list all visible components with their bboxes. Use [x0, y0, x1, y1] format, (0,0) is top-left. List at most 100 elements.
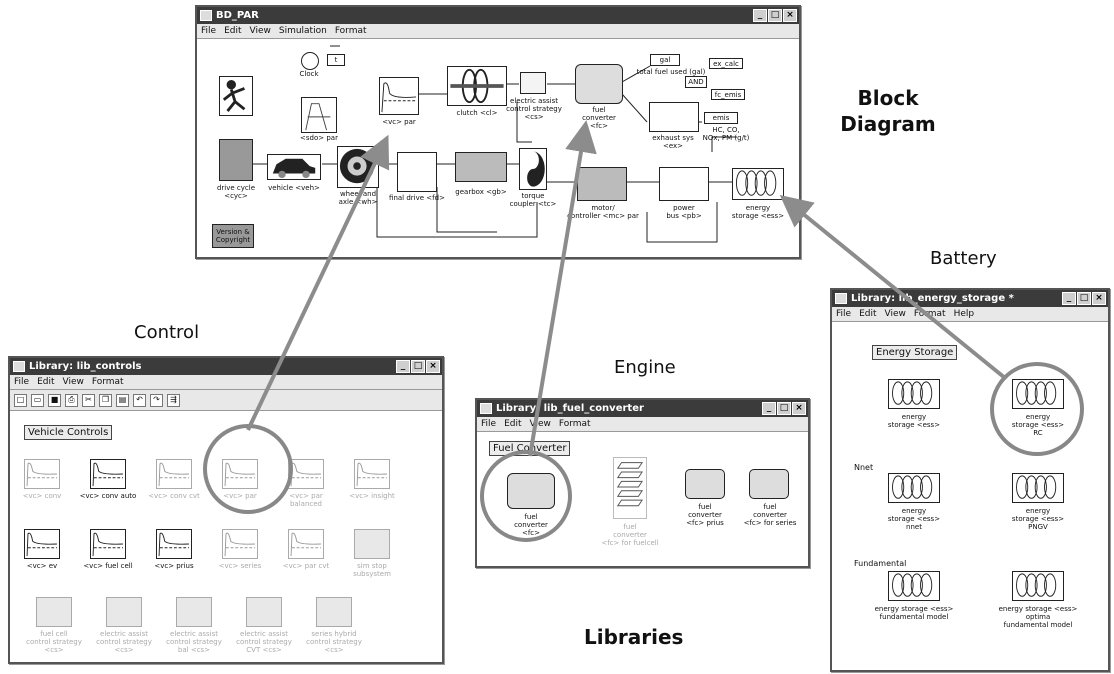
close-button[interactable]: × [426, 360, 440, 373]
menu-edit[interactable]: Edit [37, 377, 55, 387]
menu-format[interactable]: Format [334, 26, 367, 36]
fuel-converter-block[interactable] [575, 64, 623, 104]
menu-bar: File Edit View Format [477, 417, 808, 432]
redo-icon[interactable]: ↷ [150, 393, 163, 407]
sdo-scope[interactable] [301, 97, 337, 133]
controls-item-icon[interactable] [288, 459, 324, 489]
close-button[interactable]: × [783, 9, 797, 22]
copy-icon[interactable]: ❐ [99, 393, 112, 407]
ex-calc-block[interactable]: ex_calc [709, 58, 743, 69]
controls-item-icon[interactable] [222, 529, 258, 559]
emis-block[interactable]: emis [704, 112, 738, 124]
paste-icon[interactable]: ▤ [116, 393, 129, 407]
version-copyright-button[interactable]: Version & Copyright [212, 224, 254, 248]
libraries-heading: Libraries [584, 625, 684, 649]
clutch-block[interactable] [447, 66, 507, 106]
save-icon[interactable]: ■ [48, 393, 61, 407]
menu-format[interactable]: Format [913, 309, 946, 319]
controls-item-icon[interactable] [156, 459, 192, 489]
maximize-button[interactable]: □ [768, 9, 782, 22]
menu-edit[interactable]: Edit [224, 26, 242, 36]
maximize-button[interactable]: □ [411, 360, 425, 373]
ess-item-icon[interactable] [888, 571, 940, 601]
cut-icon[interactable]: ✂ [82, 393, 95, 407]
eacs-block[interactable] [520, 72, 546, 94]
new-icon[interactable]: □ [14, 393, 27, 407]
menu-view[interactable]: View [884, 309, 906, 319]
controls-item-icon[interactable] [90, 529, 126, 559]
controls-item-icon[interactable] [354, 459, 390, 489]
title-bar[interactable]: Library: lib_fuel_converter _ □ × [477, 400, 808, 417]
menu-file[interactable]: File [201, 26, 217, 36]
ess-item-label: energy storage <ess> PNGV [1011, 507, 1065, 531]
energy-storage-block[interactable] [732, 168, 784, 200]
ess-item-icon[interactable] [1012, 571, 1064, 601]
title-bar[interactable]: Library: lib_controls _ □ × [10, 358, 442, 375]
menu-file[interactable]: File [481, 419, 497, 429]
fuel-converter-prius-item[interactable] [685, 469, 725, 499]
controls-item-icon[interactable] [106, 597, 142, 627]
vc-scope[interactable] [379, 77, 419, 115]
drive-cycle-block[interactable] [219, 139, 253, 181]
print-icon[interactable]: ⎙ [65, 393, 78, 407]
minimize-button[interactable]: _ [396, 360, 410, 373]
menu-help[interactable]: Help [953, 309, 975, 319]
power-bus-block[interactable] [659, 167, 709, 201]
title-bar[interactable]: BD_PAR _ □ × [197, 7, 799, 24]
fc-emis-block[interactable]: fc_emis [711, 89, 745, 100]
controls-item-icon[interactable] [90, 459, 126, 489]
minimize-button[interactable]: _ [753, 9, 767, 22]
lib-energy-storage-window: Library: lib_energy_storage * _ □ × File… [830, 288, 1110, 672]
gearbox-block[interactable] [455, 152, 507, 182]
controls-item-icon[interactable] [36, 597, 72, 627]
menu-format[interactable]: Format [558, 419, 591, 429]
controls-item-icon[interactable] [354, 529, 390, 559]
menu-view[interactable]: View [249, 26, 271, 36]
menu-simulation[interactable]: Simulation [278, 26, 327, 36]
wheel-block[interactable] [337, 146, 379, 188]
exhaust-block[interactable] [649, 102, 699, 132]
close-button[interactable]: × [1092, 292, 1106, 305]
torque-coupler-block[interactable] [519, 148, 547, 190]
clock-icon[interactable] [301, 52, 319, 70]
ess-item-label: energy storage <ess> [887, 413, 941, 429]
menu-view[interactable]: View [529, 419, 551, 429]
prius-item-label: fuel converter <fc> prius [686, 503, 724, 527]
t-output[interactable]: t [327, 54, 345, 66]
driver-icon[interactable] [219, 76, 253, 116]
window-icon [480, 403, 492, 414]
controls-item-icon[interactable] [24, 459, 60, 489]
ess-item-icon[interactable] [888, 473, 940, 503]
minimize-button[interactable]: _ [1062, 292, 1076, 305]
title-bar[interactable]: Library: lib_energy_storage * _ □ × [832, 290, 1108, 307]
undo-icon[interactable]: ↶ [133, 393, 146, 407]
minimize-button[interactable]: _ [762, 402, 776, 415]
controls-item-icon[interactable] [24, 529, 60, 559]
and-block[interactable]: AND [685, 76, 707, 88]
menu-view[interactable]: View [62, 377, 84, 387]
controls-item-icon[interactable] [316, 597, 352, 627]
vehicle-label: vehicle <veh> [268, 184, 320, 192]
menu-file[interactable]: File [14, 377, 30, 387]
fuel-converter-series-item[interactable] [749, 469, 789, 499]
gal-block[interactable]: gal [650, 54, 680, 66]
controls-item-icon[interactable] [246, 597, 282, 627]
build-icon[interactable]: ⇶ [167, 393, 180, 407]
maximize-button[interactable]: □ [777, 402, 791, 415]
close-button[interactable]: × [792, 402, 806, 415]
menu-file[interactable]: File [836, 309, 852, 319]
ess-item-icon[interactable] [888, 379, 940, 409]
menu-edit[interactable]: Edit [504, 419, 522, 429]
controls-item-icon[interactable] [156, 529, 192, 559]
final-drive-block[interactable] [397, 152, 437, 192]
controls-item-icon[interactable] [176, 597, 212, 627]
motor-block[interactable] [577, 167, 627, 201]
maximize-button[interactable]: □ [1077, 292, 1091, 305]
controls-item-icon[interactable] [288, 529, 324, 559]
open-icon[interactable]: ▭ [31, 393, 44, 407]
fuelcell-icon[interactable] [613, 457, 647, 519]
ess-item-icon[interactable] [1012, 473, 1064, 503]
menu-edit[interactable]: Edit [859, 309, 877, 319]
vehicle-block[interactable] [267, 154, 321, 180]
menu-format[interactable]: Format [91, 377, 124, 387]
